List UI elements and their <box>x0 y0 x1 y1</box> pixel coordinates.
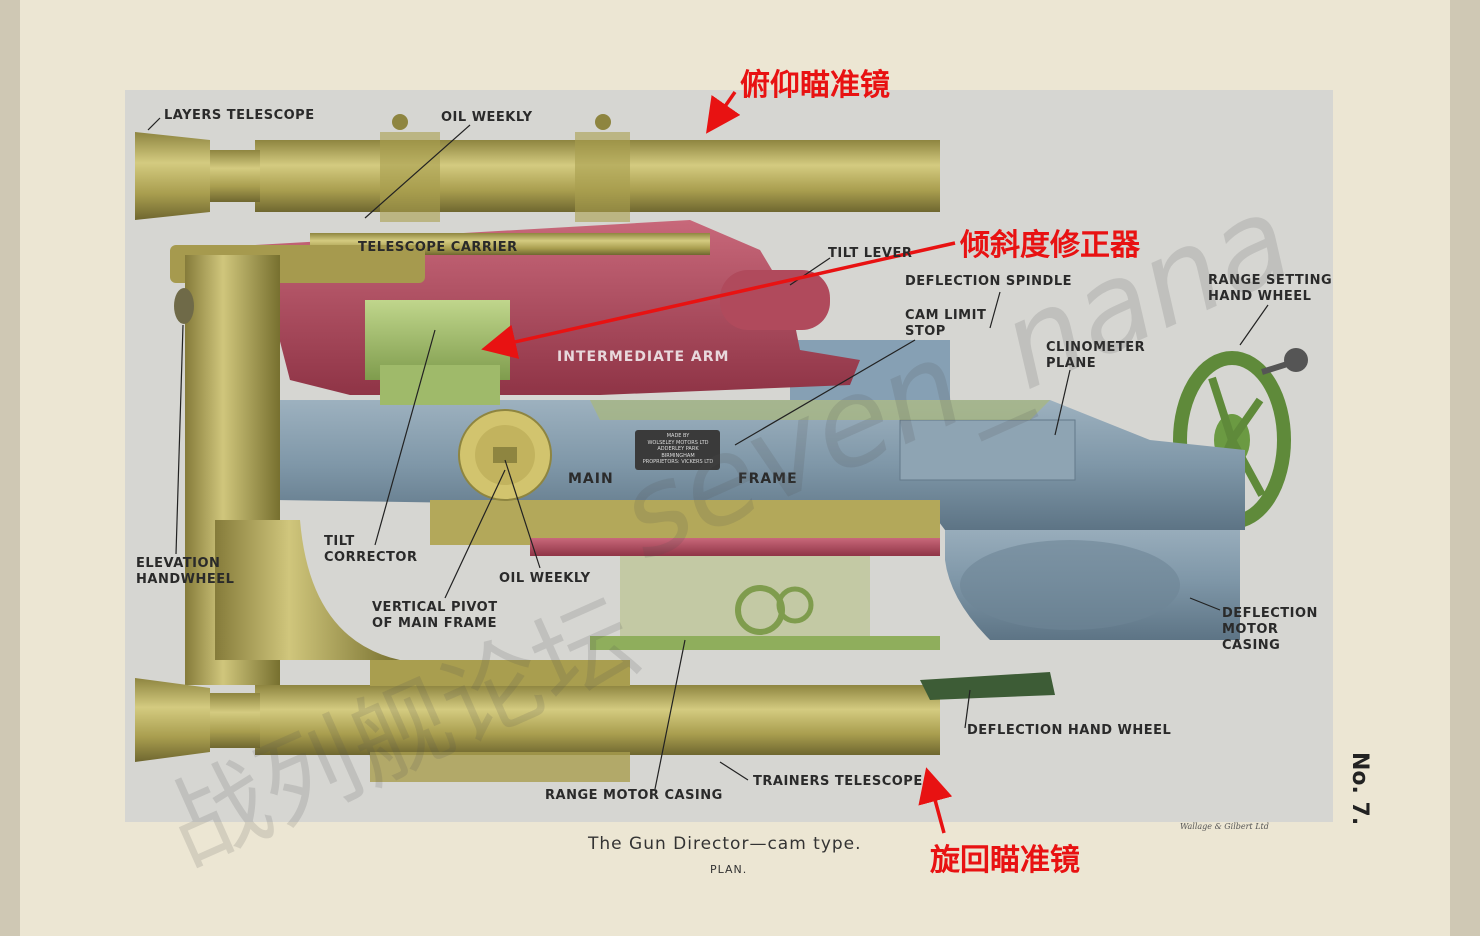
label-tilt-lever: TILT LEVER <box>828 246 913 261</box>
annotation-elevation-scope: 俯仰瞄准镜 <box>740 68 890 103</box>
label-frame: FRAME <box>738 471 798 487</box>
label-trainers-telescope: TRAINERS TELESCOPE <box>753 774 923 789</box>
nameplate-text: MADE BY WOLSELEY MOTORS LTD ADDERLEY PAR… <box>642 433 714 465</box>
printer-credit: Wallage & Gilbert Ltd <box>1180 822 1269 831</box>
label-layers-telescope: LAYERS TELESCOPE <box>164 108 315 123</box>
label-deflection-hand-wheel: DEFLECTION HAND WHEEL <box>967 723 1172 738</box>
label-tilt-corrector: TILT CORRECTOR <box>324 534 418 565</box>
label-range-setting-hand-wheel: RANGE SETTING HAND WHEEL <box>1208 273 1333 304</box>
deflection-motor-casing <box>945 520 1240 640</box>
plate-number: No. 7. <box>1347 752 1372 826</box>
tilt-corrector-block <box>365 300 1050 420</box>
label-vertical-pivot: VERTICAL PIVOT OF MAIN FRAME <box>372 600 498 631</box>
leader-lines <box>147 117 1269 790</box>
label-clinometer-plane: CLINOMETER PLANE <box>1046 340 1146 371</box>
label-cam-limit-stop: CAM LIMIT STOP <box>905 308 987 339</box>
label-main: MAIN <box>568 471 614 487</box>
annotation-tilt-corrector: 倾斜度修正器 <box>960 228 1140 263</box>
label-oil-weekly-top: OIL WEEKLY <box>441 110 533 125</box>
label-deflection-motor-casing: DEFLECTION MOTOR CASING <box>1222 606 1318 653</box>
annotation-arrows <box>481 91 956 834</box>
trainers-telescope <box>135 660 940 782</box>
label-oil-weekly-bottom: OIL WEEKLY <box>499 571 591 586</box>
figure-caption: The Gun Director—cam type. <box>588 834 862 854</box>
label-deflection-spindle: DEFLECTION SPINDLE <box>905 274 1072 289</box>
figure-subcaption: PLAN. <box>710 863 748 876</box>
label-elevation-handwheel: ELEVATION HANDWHEEL <box>136 556 235 587</box>
label-telescope-carrier: TELESCOPE CARRIER <box>358 240 518 255</box>
nameplate <box>635 430 720 470</box>
label-range-motor-casing: RANGE MOTOR CASING <box>545 788 723 803</box>
elevation-column <box>170 245 425 685</box>
deflection-hand-wheel <box>920 672 1055 700</box>
oil-cap-disc <box>458 409 552 501</box>
layers-telescope <box>135 114 940 222</box>
label-intermediate-arm: INTERMEDIATE ARM <box>557 349 730 365</box>
annotation-training-scope: 旋回瞄准镜 <box>930 843 1080 878</box>
lower-mechanism <box>430 500 940 650</box>
